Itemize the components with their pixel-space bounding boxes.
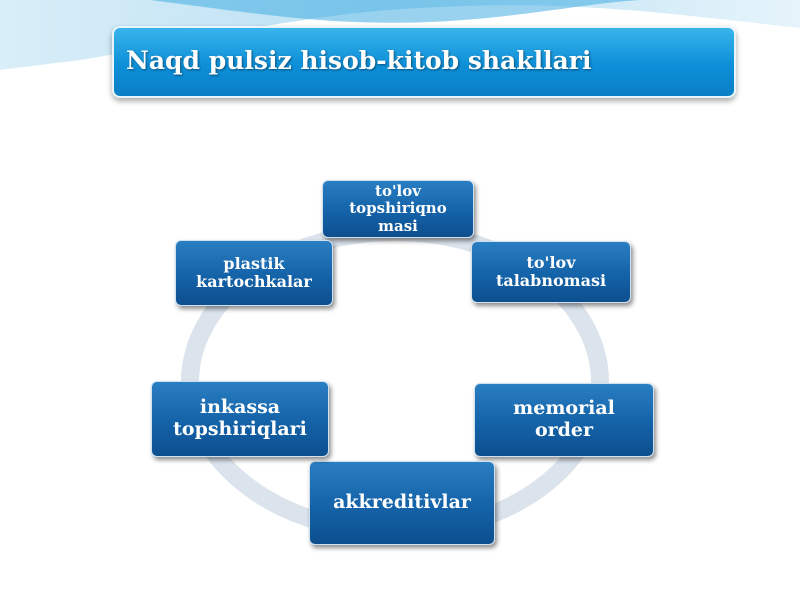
node-memorial-order: memorial order	[474, 383, 654, 457]
node-tolov-topshiriqnomasi: to'lov topshiriqno masi	[322, 180, 474, 238]
header-wave-accent	[150, 0, 640, 23]
node-plastik-kartochkalar: plastik kartochkalar	[175, 240, 333, 306]
node-tolov-talabnomasi: to'lov talabnomasi	[471, 241, 631, 303]
node-akkreditivlar: akkreditivlar	[309, 461, 495, 545]
page-title: Naqd pulsiz hisob-kitob shakllari	[126, 46, 592, 75]
node-inkassa-topshiriqlari: inkassa topshiriqlari	[151, 381, 329, 457]
header-wave	[0, 0, 800, 70]
title-bar: Naqd pulsiz hisob-kitob shakllari	[112, 26, 736, 98]
